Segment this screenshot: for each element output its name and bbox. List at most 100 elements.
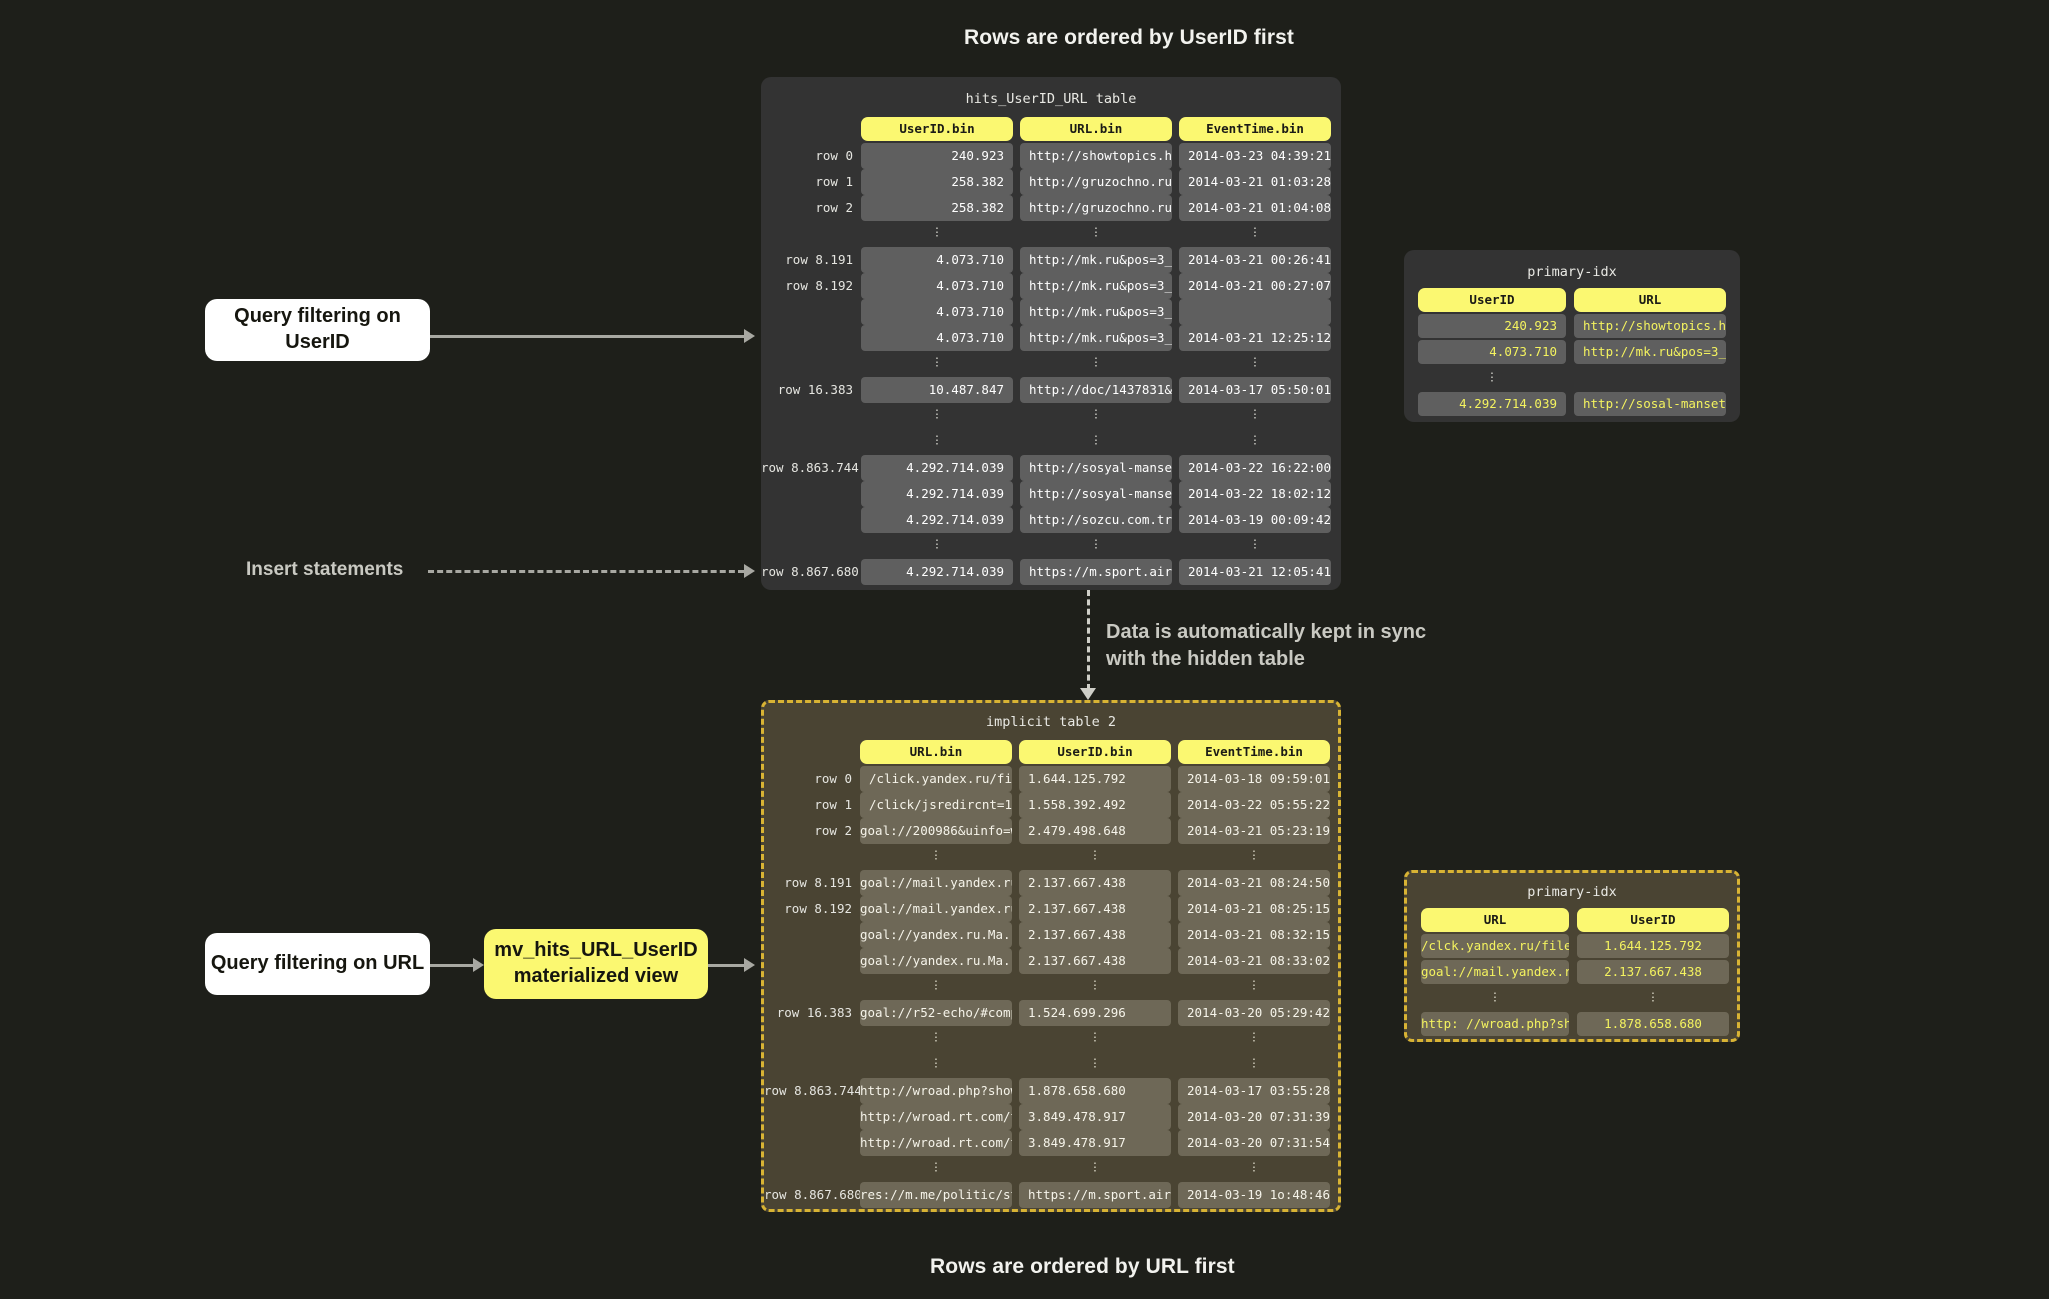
table-row: row 16.38310.487.847http://doc/1437831&i… — [761, 377, 1341, 403]
table-cell: 2014-03-21 08:33:02 — [1178, 948, 1330, 974]
ellipsis-marker: ⋮ — [1088, 1057, 1102, 1070]
ellipsis-marker: ⋮ — [1646, 991, 1660, 1004]
row-label: row 8.192 — [785, 278, 853, 293]
table-ellipsis-row: ⋮⋮⋮ — [761, 403, 1341, 429]
table-cell: http://wroad.php?show/7... — [860, 1078, 1012, 1104]
idx-ellipsis-row: ⋮⋮ — [1407, 986, 1743, 1012]
ellipsis-marker: ⋮ — [1247, 849, 1261, 862]
row-label: row 16.383 — [776, 1005, 852, 1020]
table-cell: 240.923 — [861, 143, 1013, 169]
table-cell: goal://r52-echo/#compose... — [860, 1000, 1012, 1026]
table-cell: 4.073.710 — [861, 273, 1013, 299]
table-cell: goal://200986&uinfo=wn-1... — [860, 818, 1012, 844]
top-table-title: hits_UserID_URL table — [965, 91, 1137, 107]
table-cell: 258.382 — [861, 195, 1013, 221]
row-label: row 0 — [814, 771, 852, 786]
ellipsis-marker: ⋮ — [1089, 434, 1103, 447]
table-row: row 2goal://200986&uinfo=wn-1...2.479.49… — [764, 818, 1338, 844]
table-ellipsis-row: ⋮⋮⋮ — [761, 221, 1341, 247]
table-cell: goal://mail.yandex.ru/Ma... — [860, 870, 1012, 896]
row-label: row 8.192 — [784, 901, 852, 916]
table-cell: 2014-03-21 01:03:28 — [1179, 169, 1331, 195]
table-cell: res://m.me/politic/stati... — [860, 1182, 1012, 1208]
top-primary-idx-title: primary-idx — [1527, 264, 1617, 280]
ellipsis-marker: ⋮ — [929, 1057, 943, 1070]
ellipsis-marker: ⋮ — [929, 1161, 943, 1174]
row-label: row 1 — [814, 797, 852, 812]
table-cell: goal://mail.yandex.ru/Ma... — [860, 896, 1012, 922]
column-header: EventTime.bin — [1178, 740, 1330, 764]
row-label: row 8.863.744 — [761, 460, 859, 475]
table-cell: 4.292.714.039 — [861, 455, 1013, 481]
idx-row: goal://mail.yandex.ru/Ma... 2.137.667.438 — [1407, 960, 1743, 986]
table-cell: http://mk.ru&pos=3_0 — [1020, 247, 1172, 273]
table-ellipsis-row: ⋮⋮⋮ — [764, 974, 1338, 1000]
ellipsis-marker: ⋮ — [930, 226, 944, 239]
table-cell: http://sosyal-mansetleri... — [1020, 481, 1172, 507]
table-cell: 2014-03-21 05:23:19 — [1178, 818, 1330, 844]
table-cell: http://sosyal-mansetleri... — [1020, 455, 1172, 481]
idx-cell: http://sosal-mansetleri... — [1574, 392, 1726, 416]
idx-cell: 2.137.667.438 — [1577, 960, 1729, 984]
column-header: UserID.bin — [861, 117, 1013, 141]
table-cell: 258.382 — [861, 169, 1013, 195]
arrow-mv-to-table — [744, 958, 755, 972]
idx-cell: goal://mail.yandex.ru/Ma... — [1421, 960, 1569, 984]
idx-cell: http://showtopics.html%3... — [1574, 314, 1726, 338]
table-cell: 4.292.714.039 — [861, 559, 1013, 585]
table-row: http://wroad.rt.com/tr/...3.849.478.9172… — [764, 1130, 1338, 1156]
table-cell: /click.yandex.ru/file.co ... — [860, 766, 1012, 792]
table-cell: 2014-03-22 05:55:22 — [1178, 792, 1330, 818]
idx-cell: 1.644.125.792 — [1577, 934, 1729, 958]
query-filtering-userid-callout[interactable]: Query filtering on UserID — [205, 299, 430, 361]
ellipsis-marker: ⋮ — [930, 538, 944, 551]
query-filtering-userid-label: Query filtering on UserID — [234, 305, 401, 353]
idx-cell: 4.073.710 — [1418, 340, 1566, 364]
table-cell: http://mk.ru&pos=3_0 — [1020, 325, 1172, 351]
table-cell: 2014-03-20 07:31:54 — [1178, 1130, 1330, 1156]
bottom-table-title: implicit table 2 — [985, 714, 1117, 730]
table-cell: http://wroad.rt.com/tr/... — [860, 1104, 1012, 1130]
table-cell: https://m.sport.airway/? — [1019, 1182, 1171, 1208]
idx-cell: 240.923 — [1418, 314, 1566, 338]
table-row: 4.292.714.039http://sozcu.com.tr/oaut201… — [761, 507, 1341, 533]
table-cell: goal://yandex.ru.Ma... — [860, 948, 1012, 974]
arrow-query-userid — [744, 329, 755, 343]
query-filtering-url-label: Query filtering on URL — [210, 952, 425, 975]
column-header: URL.bin — [860, 740, 1012, 764]
table-cell: 3.849.478.917 — [1019, 1104, 1171, 1130]
table-cell: 2.479.498.648 — [1019, 818, 1171, 844]
arrow-sync — [1080, 688, 1096, 700]
ellipsis-marker: ⋮ — [1247, 1031, 1261, 1044]
table-cell: 2014-03-21 01:04:08 — [1179, 195, 1331, 221]
table-cell: http://mk.ru&pos=3_0 — [1020, 273, 1172, 299]
row-label: row 8.191 — [784, 875, 852, 890]
ellipsis-marker: ⋮ — [1248, 434, 1262, 447]
connector-query-url — [430, 964, 473, 967]
table-row: row 8.863.744http://wroad.php?show/7...1… — [764, 1078, 1338, 1104]
table-cell: 1.558.392.492 — [1019, 792, 1171, 818]
table-row: row 16.383goal://r52-echo/#compose...1.5… — [764, 1000, 1338, 1026]
ellipsis-marker: ⋮ — [1088, 979, 1102, 992]
table-cell: 2014-03-21 08:25:15 — [1178, 896, 1330, 922]
query-filtering-url-callout[interactable]: Query filtering on URL — [205, 933, 430, 995]
table-cell: 2014-03-21 12:25:12 — [1179, 325, 1331, 351]
ellipsis-marker: ⋮ — [930, 356, 944, 369]
table-cell: http://gruzochno.ru/ekat... — [1020, 169, 1172, 195]
row-label: row 1 — [815, 174, 853, 189]
table-cell: 10.487.847 — [861, 377, 1013, 403]
table-cell: 3.849.478.917 — [1019, 1130, 1171, 1156]
table-row: row 8.191goal://mail.yandex.ru/Ma...2.13… — [764, 870, 1338, 896]
table-cell: 4.073.710 — [861, 325, 1013, 351]
ellipsis-marker: ⋮ — [929, 979, 943, 992]
table-ellipsis-row: ⋮⋮⋮ — [764, 1052, 1338, 1078]
table-cell: http://gruzochno.ru/ekat... — [1020, 195, 1172, 221]
